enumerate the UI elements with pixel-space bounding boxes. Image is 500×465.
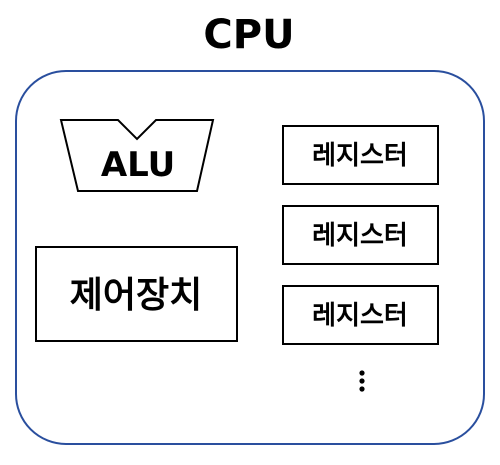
register-label-2: 레지스터 (312, 221, 408, 251)
ellipsis-dot-3 (359, 386, 365, 392)
ellipsis-dot-2 (359, 378, 365, 384)
register-box-2 (282, 205, 439, 265)
ellipsis-dot-1 (359, 370, 365, 376)
alu-shape (59, 119, 215, 192)
cpu-container (15, 70, 485, 445)
cpu-title: CPU (203, 12, 294, 58)
register-box-3 (282, 285, 439, 345)
register-label-3: 레지스터 (312, 301, 408, 331)
register-label-1: 레지스터 (312, 141, 408, 171)
more-registers-ellipsis (359, 370, 365, 392)
alu-label: ALU (101, 145, 175, 185)
control-unit-box (35, 246, 238, 342)
register-box-1 (282, 125, 439, 185)
control-unit-label: 제어장치 (70, 275, 202, 316)
